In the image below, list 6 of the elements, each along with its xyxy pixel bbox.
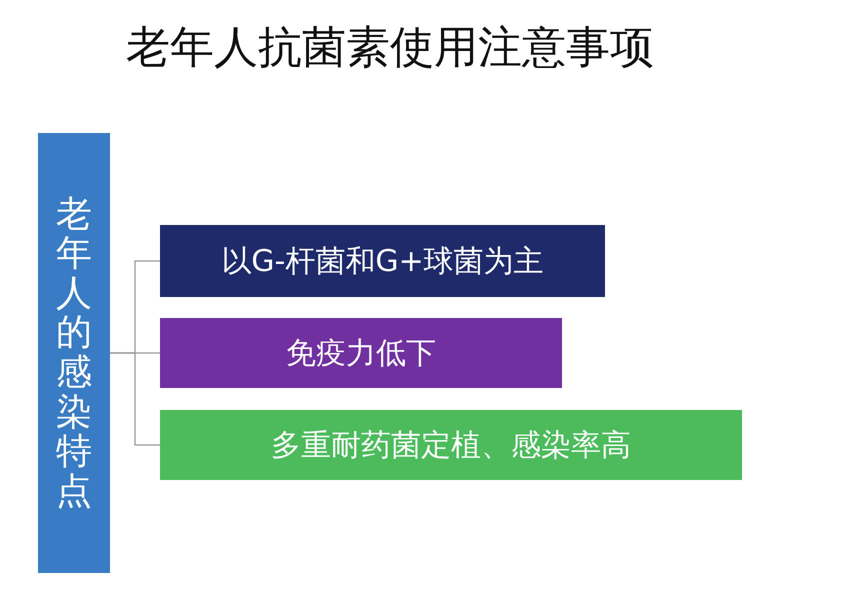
point-box: 免疫力低下 xyxy=(160,318,562,388)
point-box: 多重耐药菌定植、感染率高 xyxy=(160,410,742,480)
point-box: 以G-杆菌和G+球菌为主 xyxy=(160,225,605,297)
category-bar: 老年人的感染特点 xyxy=(38,133,110,573)
slide-title: 老年人抗菌素使用注意事项 xyxy=(125,21,655,75)
connector-line xyxy=(110,352,160,446)
